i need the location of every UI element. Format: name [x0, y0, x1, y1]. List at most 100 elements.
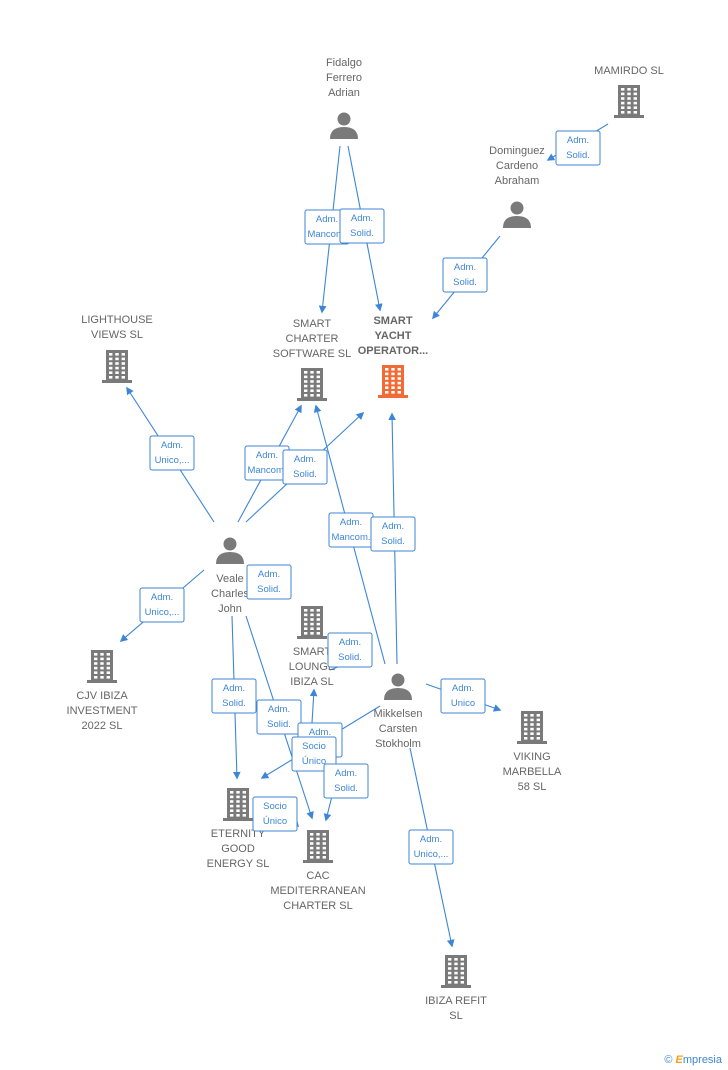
building-window	[106, 662, 110, 665]
relation-label[interactable]: Adm.Solid.	[555, 130, 601, 166]
building-window	[448, 981, 452, 984]
building-window	[316, 384, 320, 388]
building-window	[621, 97, 625, 100]
building-icon	[87, 650, 117, 683]
relation-label-text: Adm.	[567, 135, 589, 146]
building-window	[316, 375, 320, 379]
building-window	[304, 613, 308, 617]
relation-label[interactable]: Adm.Solid.	[246, 564, 292, 600]
relation-label-text: Unico,...	[155, 455, 190, 466]
building-window	[115, 357, 119, 361]
building-icon	[102, 350, 132, 383]
building-window	[230, 804, 234, 808]
building-window	[627, 101, 631, 105]
building-window	[385, 372, 389, 376]
relation-label[interactable]: Adm. Unico,...	[149, 435, 195, 471]
relation-label[interactable]: Adm.Unico,...	[408, 829, 454, 865]
relation-label-text: Solid.	[338, 652, 362, 663]
relation-label-text: Adm.	[454, 262, 476, 273]
building-window	[621, 92, 625, 96]
relation-label-text: Unico,...	[145, 607, 180, 618]
relation-label[interactable]: Adm.Solid.	[370, 516, 416, 552]
building-window	[115, 376, 119, 379]
building-window	[316, 389, 320, 392]
relation-label-box	[370, 516, 416, 552]
node-mamirdo[interactable]: MAMIRDO SL	[594, 65, 664, 118]
building-window	[230, 800, 234, 803]
relation-label[interactable]: Adm.Mancom.	[328, 512, 374, 548]
relation-label-text: Adm.	[339, 637, 361, 648]
building-window	[304, 609, 308, 612]
relation-label[interactable]: Adm.Solid.	[282, 449, 328, 485]
building-window	[524, 727, 528, 731]
node-label: Abraham	[495, 175, 540, 187]
building-window	[530, 727, 534, 731]
building-window	[536, 723, 540, 726]
relation-label[interactable]: Adm.Solid.	[211, 678, 257, 714]
building-window	[230, 809, 234, 812]
building-window	[94, 662, 98, 665]
relation-label-text: Adm.	[161, 440, 183, 451]
building-window	[385, 377, 389, 380]
relation-label[interactable]: Adm. Solid.	[327, 632, 373, 668]
relation-label[interactable]: Adm.Solid.	[339, 208, 385, 244]
building-window	[460, 962, 464, 966]
building-window	[316, 627, 320, 630]
relation-label-text: Adm.	[351, 213, 373, 224]
building-base	[102, 380, 132, 383]
building-window	[316, 837, 320, 841]
building-window	[310, 622, 314, 626]
building-window	[121, 357, 125, 361]
building-window	[524, 714, 528, 717]
building-window	[316, 632, 320, 635]
building-window	[633, 88, 637, 91]
node-label: IBIZA REFIT	[425, 995, 487, 1007]
relation-label[interactable]: Adm.Unico	[440, 678, 486, 714]
building-window	[304, 632, 308, 635]
relation-label-text: Solid.	[293, 469, 317, 480]
building-window	[316, 394, 320, 397]
relation-label[interactable]: Adm.Solid.	[323, 763, 369, 799]
node-label: ENERGY SL	[207, 858, 270, 870]
building-window	[524, 737, 528, 740]
relation-label[interactable]: Adm.Solid.	[256, 699, 302, 735]
building-window	[385, 391, 389, 394]
building-window	[448, 967, 452, 970]
relation-label[interactable]: Adm.Mancom.	[244, 445, 290, 481]
person-head	[510, 201, 524, 215]
building-window	[304, 618, 308, 621]
building-icon	[441, 955, 471, 988]
node-label: OPERATOR...	[358, 345, 429, 357]
building-window	[310, 609, 314, 612]
building-window	[94, 671, 98, 674]
person-icon	[330, 112, 358, 139]
building-window	[230, 791, 234, 794]
building-window	[391, 372, 395, 376]
node-smart-yacht[interactable]: SMARTYACHTOPERATOR...	[358, 315, 429, 398]
building-window	[391, 391, 395, 394]
relation-label[interactable]: Adm.Unico,...	[139, 587, 185, 623]
relation-label[interactable]: Adm.Mancom.	[304, 209, 350, 245]
building-window	[385, 381, 389, 385]
building-window	[94, 653, 98, 656]
building-window	[621, 111, 625, 114]
relation-label-text: Único	[263, 816, 287, 827]
relation-label-box	[256, 699, 302, 735]
building-window	[106, 653, 110, 656]
relation-label[interactable]: Adm.Solid.	[442, 257, 488, 293]
building-window	[530, 732, 534, 735]
